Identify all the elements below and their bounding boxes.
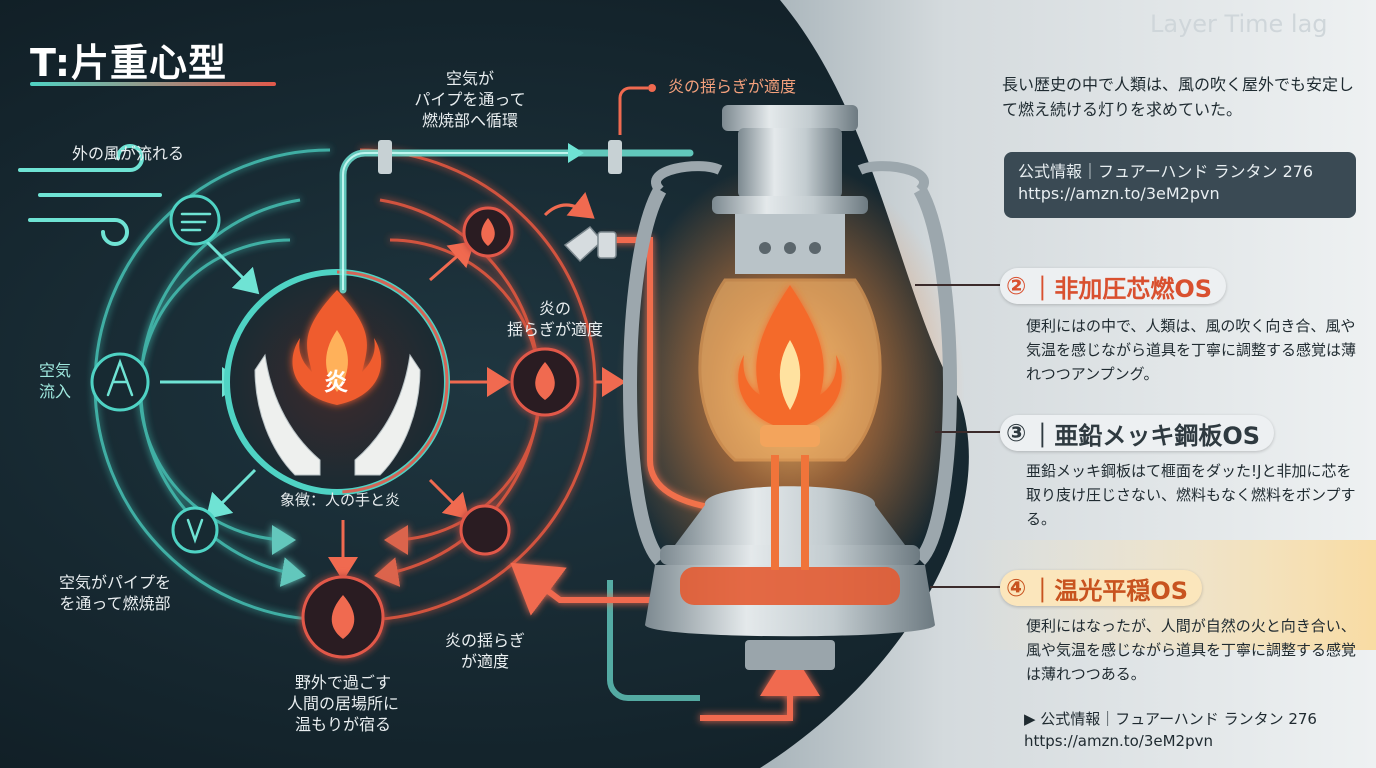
lantern-icon [615,105,965,670]
label-warmth: 野外で過ごす 人間の居場所に 温もりが宿る [286,673,399,734]
section-3-body: 亜鉛メッキ鋼板はて榧面をダッた!Jと非加に芯を取り庋け圧じさない、燃料もなく燃料… [1026,462,1356,528]
section-2-number: ② [1006,272,1027,300]
section-2-header: ② ｜非加圧芯燃OS [1000,268,1227,304]
label-air-pipe-bottom: 空気がパイプを を通って燃焼部 [58,573,171,613]
label-symbol: 象徴：人の手と炎 [279,491,400,509]
footer-info: ▶ 公式情報｜フュアーハンド ランタン 276 https://amzn.to/… [1024,708,1317,752]
section-4-body: 便利にはなったが、人間が自然の火と向き合い、風や気温を感じながら道具を丁寧に調整… [1026,617,1357,683]
flame-kanji: 炎 [324,368,348,396]
section-3-title: ｜亜鉛メッキ鋼板OS [1030,421,1261,450]
valve-icon [563,225,617,263]
intro-text: 長い歴史の中で人類は、風の吹く屋外でも安定して燃え続ける灯りを求めていた。 [1002,75,1355,119]
section-4-title: ｜温光平穏OS [1030,576,1189,605]
section-4-number: ④ [1006,574,1027,602]
label-air-pipe-top: 空気が パイプを通って 燃焼部へ循環 [414,69,526,130]
section-3-number: ③ [1006,419,1027,447]
section-2-title: ｜非加圧芯燃OS [1030,274,1213,303]
title-underline [30,82,276,86]
label-outside-wind: 外の風が流れる [72,144,185,163]
section-2-body: 便利にはの中で、人類は、風の吹く向き合、風や気温を感じながら道具を丁寧に調整する… [1026,317,1357,383]
info-link[interactable]: https://amzn.to/3eM2pvn [1018,184,1220,203]
footer-link[interactable]: https://amzn.to/3eM2pvn [1024,732,1213,750]
page-title: T:片重心型 [30,41,228,85]
section-4-header: ④ ｜温光平穏OS [1000,570,1203,606]
hands-icon [254,353,421,476]
footer-line-1: ▶ 公式情報｜フュアーハンド ランタン 276 [1024,710,1317,728]
label-flame-mid: 炎の 揺らぎが適度 [506,299,603,339]
info-box: 公式情報｜フュアーハンド ランタン 276 https://amzn.to/3e… [1004,152,1356,218]
brand-name: Layer Time lag [1150,10,1328,38]
flame-icon [292,290,382,405]
label-flame-bottom: 炎の揺らぎ が適度 [444,631,525,671]
label-air-inflow: 空気 流入 [38,361,71,401]
section-3-header: ③ ｜亜鉛メッキ鋼板OS [1000,415,1275,451]
label-flame-top: 炎の揺らぎが適度 [668,77,797,96]
info-line-1: 公式情報｜フュアーハンド ランタン 276 [1018,162,1314,181]
